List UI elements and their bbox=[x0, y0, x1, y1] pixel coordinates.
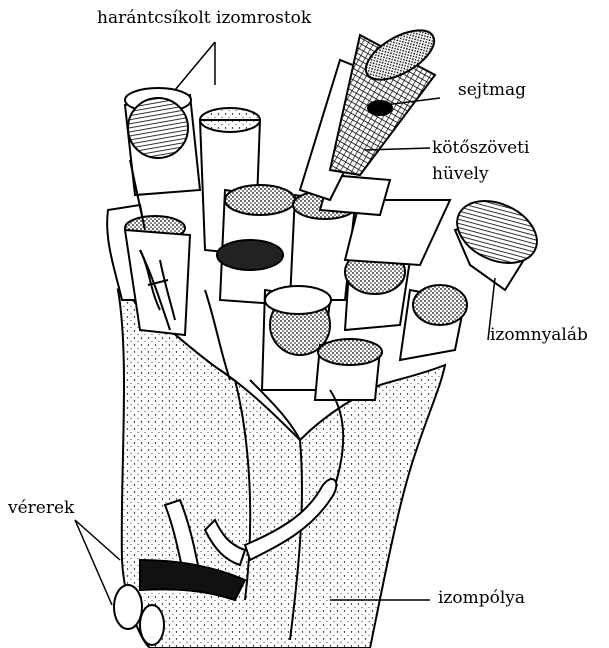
fiber-top-slanted bbox=[300, 20, 442, 200]
pointer-fibers bbox=[175, 42, 215, 90]
nucleus-mark bbox=[368, 101, 392, 115]
label-bundle: izomnyaláb bbox=[490, 325, 588, 345]
pointer-vessels-a bbox=[75, 520, 120, 560]
pointer-vessels-b bbox=[75, 520, 112, 605]
muscle-body bbox=[107, 20, 547, 648]
label-fibers: harántcsíkolt izomrostok bbox=[97, 8, 311, 28]
fiber-bundle-right bbox=[447, 189, 547, 290]
label-vessels: vérerek bbox=[8, 498, 74, 518]
label-sheath-line1: kötőszöveti bbox=[432, 138, 529, 158]
fiber-right-2 bbox=[400, 285, 467, 360]
label-sheath-line2: hüvely bbox=[432, 164, 489, 184]
fiber-center-5 bbox=[315, 339, 382, 400]
label-nucleus: sejtmag bbox=[458, 80, 526, 100]
label-fascia: izompólya bbox=[438, 588, 525, 608]
